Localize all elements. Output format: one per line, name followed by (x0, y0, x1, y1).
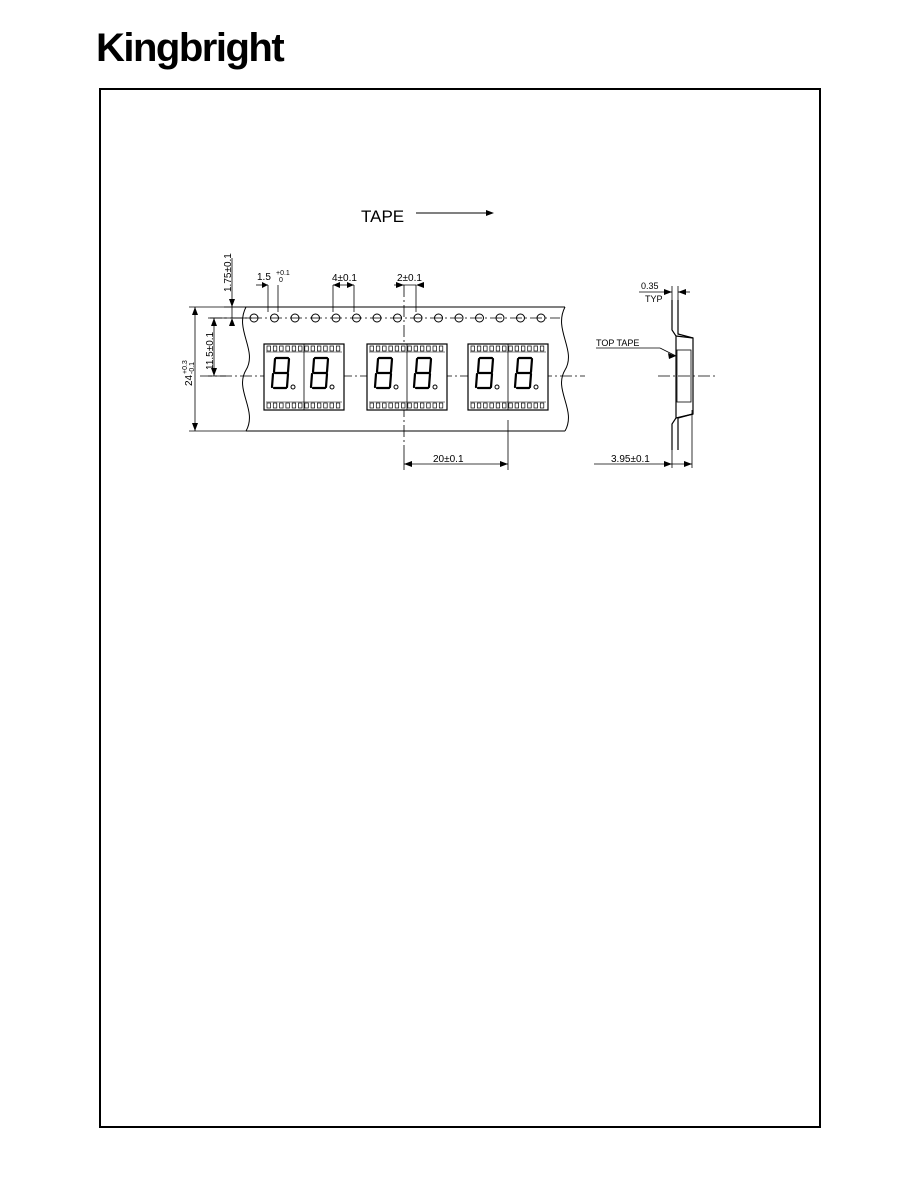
dim-hole-to-center: 2±0.1 (397, 273, 422, 284)
tape-direction-label: TAPE (361, 207, 404, 226)
dim-tape-thickness-note: TYP (645, 294, 663, 304)
dim-tape-thickness: 0.35 (641, 281, 659, 291)
kingbright-logo: Kingbright (96, 26, 285, 70)
tape-side-section (671, 300, 694, 450)
dim-hole-pitch: 4±0.1 (332, 273, 357, 284)
dim-hole-dia-tol-plus: +0.1 (276, 270, 290, 277)
dim-tape-width-tol-minus: -0.1 (189, 362, 196, 374)
dim-hole-to-cavity-center: 11.5±0.1 (205, 331, 216, 370)
dimension-labels: 1.75±0.1 11.5±0.1 24 +0.3 -0.1 1.5 +0.1 … (182, 253, 663, 465)
dim-tape-width: 24 (184, 374, 195, 386)
dim-hole-dia: 1.5 (257, 272, 271, 283)
tape-direction-arrow (416, 210, 494, 216)
dimension-arrowheads (192, 282, 692, 467)
display-components (263, 343, 549, 411)
side-view-label: TOP TAPE (596, 338, 639, 348)
dim-hole-dia-tol-minus: 0 (279, 277, 283, 284)
display-component (467, 343, 549, 411)
dim-cavity-pitch: 20±0.1 (433, 454, 464, 465)
drawing-frame (99, 88, 821, 1128)
dim-tape-width-tol-plus: +0.3 (182, 360, 189, 374)
dim-cavity-depth: 3.95±0.1 (611, 454, 650, 465)
display-component (263, 343, 345, 411)
dim-edge-to-hole: 1.75±0.1 (223, 253, 234, 292)
dimension-lines (189, 258, 693, 470)
carrier-tape (242, 306, 569, 432)
display-component (366, 343, 448, 411)
